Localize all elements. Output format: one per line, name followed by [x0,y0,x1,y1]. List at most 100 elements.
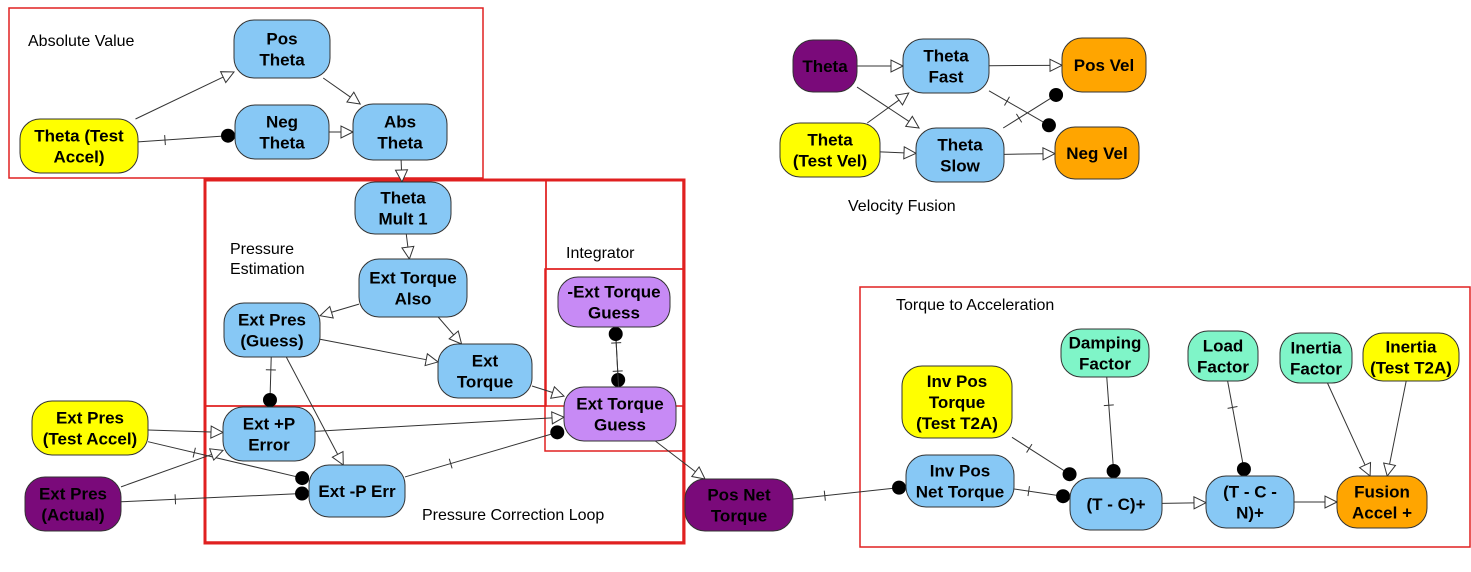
edge-theta-to-theta-slow [856,86,920,129]
edge-line [404,431,558,478]
node-ext-pres-test-accel[interactable]: Ext Pres(Test Accel) [31,400,149,456]
edge-tick [1015,113,1023,123]
triangle-arrowhead [1324,495,1339,509]
edge-ext-pres-test-accel-to-ext-p-minus-err [147,441,310,486]
edge-ext-pres-guess-to-ext-p-minus-err [285,356,344,466]
node-inertia-test-t2a[interactable]: Inertia(Test T2A) [1362,332,1460,382]
edge-tick [1004,96,1010,106]
edge-line [856,86,910,122]
dot-arrowhead [1056,489,1071,504]
dot-arrowhead [1106,464,1121,479]
edge-theta-slow-to-pos-vel [1002,87,1064,129]
node-shape [223,302,321,358]
triangle-arrowhead [448,330,463,345]
triangle-arrowhead [318,305,334,319]
edge-line [879,151,905,154]
edge-tick [164,135,166,146]
node-label: Ext Pres(Actual) [39,485,107,525]
node-label: Ext Pres(Test Accel) [43,409,137,449]
node-neg-vel[interactable]: Neg Vel [1054,126,1140,180]
node-ext-p-minus-err[interactable]: Ext -P Err [308,464,406,518]
edge-theta-fast-to-neg-vel [988,90,1056,133]
dot-arrowhead [1049,87,1064,102]
edge-theta-test-accel-to-pos-theta [135,71,236,120]
triangle-arrowhead [219,71,236,84]
triangle-arrowhead [401,245,415,261]
node-t-minus-c-plus[interactable]: (T - C)+ [1069,477,1163,531]
edge-ext-torque-also-to-ext-torque [437,316,463,345]
node-t-c-n-plus[interactable]: (T - C -N)+ [1205,475,1295,529]
edge-line [120,493,303,503]
triangle-arrowhead [346,91,362,105]
node-shape [901,365,1013,439]
node-shape [358,258,468,318]
triangle-arrowhead [340,125,355,139]
edge-line [147,429,212,433]
node-shape [905,454,1015,508]
group-label-pressure-correction-loop: Pressure Correction Loop [422,507,604,524]
edge-inv-pos-torque-test-t2a-to-t-minus-c-plus [1011,436,1077,482]
node-label: (T - C)+ [1086,495,1145,514]
edge-ext-torque-guess-to-neg-ext-torque-guess [608,326,623,388]
edge-line [319,338,427,361]
group-box-absolute-value [8,7,484,179]
node-pos-vel[interactable]: Pos Vel [1061,37,1147,93]
edge-theta-fast-to-pos-vel [988,58,1064,73]
triangle-arrowhead [904,115,920,129]
edge-line [135,76,224,120]
triangle-arrowhead [208,448,225,462]
node-shape [308,464,406,518]
dot-arrowhead [550,425,565,440]
edge-line [1106,376,1115,472]
edge-line [866,99,900,124]
triangle-arrowhead [1049,58,1064,73]
node-theta-test-vel[interactable]: Theta(Test Vel) [779,122,881,178]
edge-line [1002,94,1057,129]
node-label: Neg Vel [1066,144,1127,163]
node-shape [1279,332,1353,384]
node-shape [779,122,881,178]
group-label-torque-to-acceleration: Torque to Acceleration [896,297,1054,314]
node-ext-pres-guess[interactable]: Ext Pres(Guess) [223,302,321,358]
edge-load-factor-to-t-c-n-plus [1227,380,1251,477]
edge-theta-test-vel-to-theta-slow [879,146,918,160]
edge-ext-pres-test-accel-to-ext-p-plus-error [147,425,225,439]
node-shape [1362,332,1460,382]
edge-ext-pres-actual-to-ext-p-minus-err [120,486,310,505]
edge-line [322,77,351,98]
pressure-section-border [203,178,686,545]
triangle-arrowhead [210,425,225,439]
node-ext-pres-actual[interactable]: Ext Pres(Actual) [24,476,122,532]
edge-ext-pres-actual-to-ext-p-plus-error [120,448,225,488]
edge-line [1011,436,1070,475]
node-theta[interactable]: Theta [792,39,858,93]
triangle-arrowhead [394,169,409,184]
triangle-arrowhead [903,146,918,160]
edge-neg-theta-to-abs-theta [329,125,355,139]
triangle-arrowhead [890,59,905,73]
edge-line [792,487,900,500]
triangle-arrowhead [424,352,440,367]
